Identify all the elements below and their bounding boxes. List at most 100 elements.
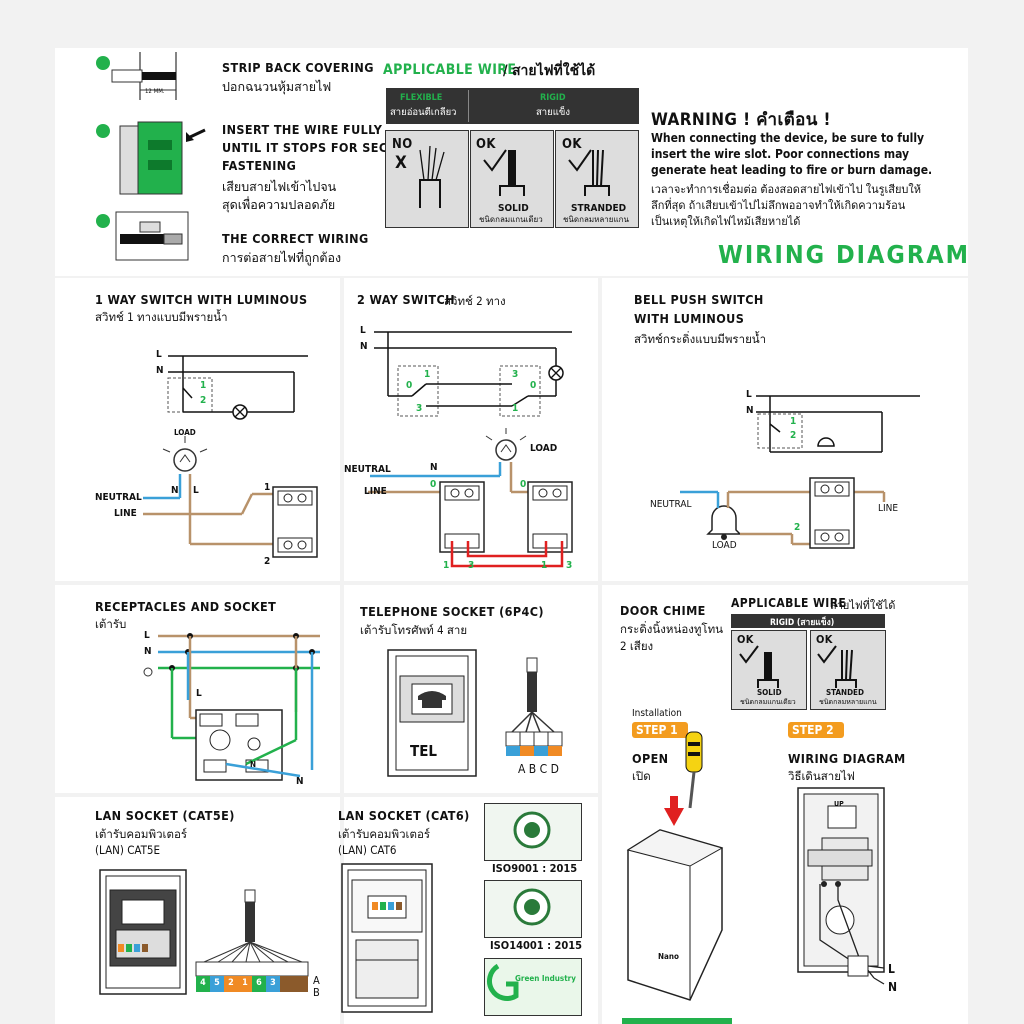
chime-L: L (888, 962, 895, 976)
receptacle-wire-N: N (250, 760, 257, 769)
1way-body-1: 1 (264, 482, 271, 493)
bell-L: L (746, 389, 752, 400)
chime-up-label: UP (834, 800, 844, 808)
chime-open-label: OPEN (632, 751, 669, 766)
1way-body-2: 2 (264, 556, 271, 567)
lan5-A: A (313, 974, 320, 987)
lan5-pin: 5 (214, 978, 220, 988)
1way-term-2: 2 (200, 395, 207, 406)
lan5-pin: 2 (228, 978, 234, 988)
lan6-title-thai-2: (LAN) CAT6 (338, 843, 397, 857)
flexible-thai: สายอ่อนตีเกลียว (390, 107, 457, 118)
lan5-title-thai-1: เต้ารับคอมพิวเตอร์ (95, 827, 188, 841)
2way-e1: 1 (443, 560, 450, 571)
1way-N: N (156, 365, 164, 376)
lan5-pin: 4 (200, 978, 206, 988)
step2-badge-label: STEP 2 (792, 723, 834, 737)
step2-title-3: FASTENING (222, 158, 297, 173)
no-label: NO (392, 137, 413, 152)
bell-t1: 1 (790, 416, 797, 427)
2way-f3: 3 (566, 560, 573, 571)
tel-label: TEL (410, 742, 438, 760)
cert-green-badge (484, 958, 582, 1016)
chime-solid-thai: ชนิดกลมแกนเดียว (740, 698, 796, 706)
2way-load: LOAD (530, 443, 558, 454)
step-dot-1 (96, 56, 110, 70)
warning-text-th-3: เป็นเหตุให้เกิดไฟไหม้เสียหายได้ (651, 215, 801, 228)
receptacle-N: N (144, 646, 152, 657)
2way-b1: 1 (512, 403, 519, 414)
chime-N: N (888, 980, 898, 994)
bell-t2: 2 (790, 430, 797, 441)
step2-badge (788, 722, 844, 738)
lan6-title: LAN SOCKET (CAT6) (338, 808, 470, 823)
2way-f1: 1 (541, 560, 548, 571)
lan5-title: LAN SOCKET (CAT5E) (95, 808, 235, 823)
lan6-title-thai-1: เต้ารับคอมพิวเตอร์ (338, 827, 431, 841)
lan5-pin: 6 (256, 978, 262, 988)
1way-bulb-L: L (193, 485, 199, 496)
2way-e3: 3 (468, 560, 475, 571)
chime-rigid-label: RIGID (สายแข็ง) (770, 618, 835, 628)
tel-title: TELEPHONE SOCKET (6P4C) (360, 604, 544, 619)
2way-neutral: NEUTRAL (344, 464, 391, 475)
warning-text-en-2: insert the wire slot. Poor connections m… (651, 147, 910, 161)
warning-text-th-2: ลึกที่สุด ถ้าเสียบเข้าไปไม่ลึกพออาจทำให้… (651, 199, 906, 212)
step3-title: THE CORRECT WIRING (222, 231, 369, 246)
step2-title-2: UNTIL IT STOPS FOR SECURE (222, 140, 415, 155)
1way-term-1: 1 (200, 380, 207, 391)
applicable-wire-thai: / สายไฟที่ใช้ได้ (503, 63, 596, 79)
receptacle-title: RECEPTACLES AND SOCKET (95, 599, 277, 614)
stranded-label: STRANDED (571, 203, 627, 214)
ok-stranded-label: OK (562, 137, 582, 152)
chime-title-thai-2: 2 เสียง (620, 639, 654, 653)
applicable-wire-title: APPLICABLE WIRE (383, 62, 517, 78)
cert-iso14001-label: ISO14001 : 2015 (490, 939, 583, 952)
1way-title-thai: สวิทช์ 1 ทางแบบมีพรายน้ำ (95, 310, 228, 324)
lan5-pin: 1 (242, 978, 248, 988)
cert-iso9001-label: ISO9001 : 2015 (492, 862, 578, 875)
wire-type-header (386, 88, 639, 124)
step-dot-3 (96, 214, 110, 228)
bell-title-1: BELL PUSH SWITCH (634, 292, 764, 307)
2way-a0: 0 (406, 380, 413, 391)
ok-solid-label: OK (476, 137, 496, 152)
step2-thai-2: สุดเพื่อความปลอดภัย (222, 197, 336, 212)
chime-ok-1: OK (737, 633, 754, 646)
strip-length-label: 12 MM. (145, 88, 165, 95)
x-mark: X (395, 153, 408, 173)
bell-title-thai: สวิทช์กระดิ่งแบบมีพรายน้ำ (634, 332, 767, 346)
2way-title-thai: สวิทช์ 2 ทาง (444, 294, 506, 308)
solid-label: SOLID (498, 203, 529, 214)
2way-d0: 0 (520, 479, 527, 490)
2way-a1: 1 (424, 369, 431, 380)
1way-bulb-N: N (171, 485, 179, 496)
step1-badge-label: STEP 1 (636, 723, 678, 737)
chime-title-thai-1: กระดิ่งนิ้งหน่องทูโทน (620, 622, 724, 636)
warning-title: WARNING ! คำเตือน ! (651, 110, 831, 130)
rigid-label: RIGID (540, 93, 566, 103)
solid-thai: ชนิดกลมแกนเดียว (479, 215, 543, 224)
step-dot-2 (96, 124, 110, 138)
warning-text-en-3: generate heat leading to fire or burn da… (651, 163, 933, 177)
chime-wd-thai: วิธีเดินสายไฟ (788, 769, 855, 783)
2way-line: LINE (364, 486, 387, 497)
lan5-pin: 3 (270, 978, 276, 988)
receptacle-wire-L: L (196, 688, 202, 699)
1way-title: 1 WAY SWITCH WITH LUMINOUS (95, 292, 308, 307)
warning-text-en-1: When connecting the device, be sure to f… (651, 131, 925, 145)
step1-title: STRIP BACK COVERING (222, 60, 374, 75)
2way-b3: 3 (512, 369, 519, 380)
step2-title-1: INSERT THE WIRE FULLY (222, 122, 383, 137)
